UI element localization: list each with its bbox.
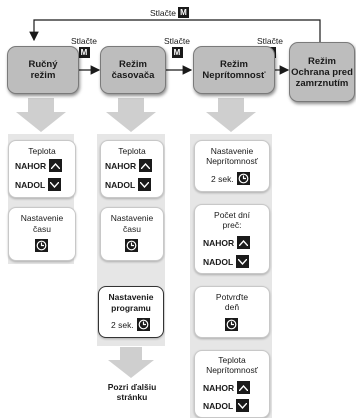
arrow-label-text: Stlačte xyxy=(257,36,283,46)
chevron-up-icon xyxy=(237,236,251,249)
down-label: NADOL xyxy=(203,256,234,267)
down-label: NADOL xyxy=(105,179,136,190)
mode-line1: Režim xyxy=(308,55,336,67)
up-row: NAHOR xyxy=(15,159,63,172)
mode-line2: režim xyxy=(30,70,56,81)
next-line2: stránku xyxy=(116,392,148,402)
chevron-up-icon xyxy=(49,159,63,172)
card-line1: Nastavenie xyxy=(210,146,254,156)
card-title: Teplota xyxy=(28,146,56,156)
clock-icon xyxy=(136,318,150,331)
card-line1: Potvrďte xyxy=(215,292,249,302)
arrow-label-text: Stlačte xyxy=(164,36,190,46)
card-line1: Nastavenie xyxy=(108,292,154,302)
arrow-label-text: Stlačte xyxy=(71,36,97,46)
mode-line1: Ručný xyxy=(28,59,58,70)
down-row: NADOL xyxy=(15,178,62,191)
card-confirm-day: Potvrďte deň xyxy=(194,286,270,338)
m-key-icon: M xyxy=(171,47,183,58)
up-label: NAHOR xyxy=(203,237,235,248)
down-row: NADOL xyxy=(105,178,152,191)
mode-line2: Ochrana pred xyxy=(291,66,353,78)
card-temperature: Teplota NAHOR NADOL xyxy=(8,140,76,198)
mode-line1: Režim xyxy=(220,59,248,70)
down-arrow-next xyxy=(108,347,154,378)
chevron-down-icon xyxy=(48,178,62,191)
loop-back-line xyxy=(29,19,321,42)
arrow-label-2: Stlačte M xyxy=(164,36,190,58)
up-label: NAHOR xyxy=(105,160,137,171)
arrow-label-1: Stlačte M xyxy=(71,36,97,58)
down-label: NADOL xyxy=(203,400,234,411)
card-title: Teplota xyxy=(118,146,146,156)
up-label: NAHOR xyxy=(15,160,47,171)
top-press-label: Stlačte M xyxy=(150,7,189,18)
chevron-up-icon xyxy=(237,381,251,394)
card-line1: Nastavenie xyxy=(110,213,154,223)
card-line2: deň xyxy=(224,302,240,312)
hold-row: 2 sek. xyxy=(211,172,250,185)
card-time-setting: Nastavenie času xyxy=(8,207,76,261)
next-line1: Pozri ďalšiu xyxy=(107,382,157,392)
mode-line3: zamrznutím xyxy=(295,77,349,89)
chevron-down-icon xyxy=(236,399,250,412)
card-line1: Teplota xyxy=(218,355,246,365)
hold-row: 2 sek. xyxy=(111,318,150,331)
card-temperature: Teplota NAHOR NADOL xyxy=(100,140,164,198)
up-row: NAHOR xyxy=(105,159,153,172)
up-label: NAHOR xyxy=(203,382,235,393)
down-row: NADOL xyxy=(203,255,250,268)
card-program-setting: Nastavenie programu 2 sek. xyxy=(98,286,164,338)
m-key-icon: M xyxy=(78,47,90,58)
chevron-down-icon xyxy=(138,178,152,191)
up-row: NAHOR xyxy=(203,381,251,394)
mode-line2: Neprítomnosť xyxy=(202,70,266,81)
card-line2: Neprítomnosť xyxy=(206,156,258,166)
down-arrow-col3 xyxy=(206,98,256,132)
card-line1: Počet dní xyxy=(214,210,250,220)
card-line1: Nastavenie xyxy=(20,213,64,223)
card-line2: programu xyxy=(111,303,151,313)
next-page-note: Pozri ďalšiu stránku xyxy=(96,382,168,402)
card-line2: času xyxy=(33,224,51,234)
up-row: NAHOR xyxy=(203,236,251,249)
clock-icon xyxy=(225,318,238,331)
card-days-away: Počet dní preč: NAHOR NADOL xyxy=(194,204,270,274)
clock-icon xyxy=(125,239,138,252)
card-away-temperature: Teplota Neprítomnosť NAHOR NADOL xyxy=(194,350,270,418)
hold-label: 2 sek. xyxy=(111,319,134,330)
mode-line1: Režim xyxy=(119,59,147,70)
down-row: NADOL xyxy=(203,399,250,412)
hold-label: 2 sek. xyxy=(211,173,234,184)
card-line2: Neprítomnosť xyxy=(206,365,258,375)
clock-icon xyxy=(236,172,250,185)
down-arrow-col1 xyxy=(16,98,66,132)
card-time-setting: Nastavenie času xyxy=(100,207,164,261)
clock-icon xyxy=(35,239,48,252)
card-line2: času xyxy=(123,224,141,234)
card-line2: preč: xyxy=(222,220,242,230)
card-away-setting: Nastavenie Neprítomnosť 2 sek. xyxy=(194,140,270,192)
down-label: NADOL xyxy=(15,179,46,190)
top-press-text: Stlačte xyxy=(150,7,176,18)
mode-line2: časovača xyxy=(111,70,155,81)
down-arrow-col2 xyxy=(106,98,156,132)
m-key-icon: M xyxy=(178,7,189,18)
chevron-up-icon xyxy=(139,159,153,172)
chevron-down-icon xyxy=(236,255,250,268)
